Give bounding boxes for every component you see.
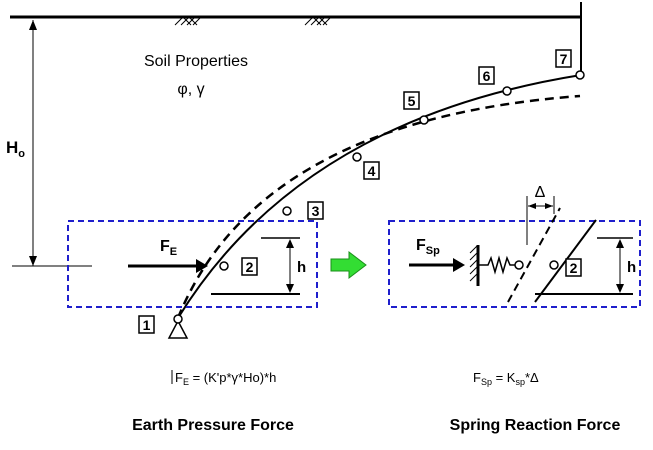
node-2-point [219, 261, 229, 271]
node-3-point [282, 206, 292, 216]
fixed-wall-hatch [469, 245, 478, 282]
earth-pressure-formula: FE = (K'p*γ*Ho)*h [175, 370, 276, 387]
spring-icon [479, 255, 515, 275]
svg-text:5: 5 [408, 93, 416, 109]
ground-hatch-right [304, 16, 332, 26]
svg-text:1: 1 [143, 317, 151, 333]
wall-curve [177, 74, 582, 319]
node-label-1: 1 [138, 315, 155, 334]
spring-end-node [514, 260, 524, 270]
node-label-2-left: 2 [241, 257, 258, 276]
node-4-point [352, 152, 362, 162]
h-label-right: h [627, 259, 636, 276]
h-label-left: h [297, 259, 306, 276]
spring-force-label: FSp [416, 237, 440, 257]
h-arrow-top-left [286, 239, 294, 248]
node-1-point [173, 314, 183, 324]
pin-support-icon [167, 319, 189, 339]
node-2-right-point [549, 260, 559, 270]
earth-pressure-caption: Earth Pressure Force [132, 417, 294, 434]
node-label-4: 4 [363, 161, 380, 180]
spring-reaction-formula: FSp = Ksp*Δ [473, 370, 539, 387]
deformed-wall-curve [176, 94, 581, 319]
curve-nodes [219, 70, 585, 271]
spring-reaction-box [388, 220, 641, 308]
h-arrow-bottom-left [286, 284, 294, 293]
svg-text:4: 4 [368, 163, 376, 179]
earth-pressure-box [67, 220, 318, 308]
ho-arrow-bottom [29, 256, 37, 266]
delta-label: Δ [535, 184, 546, 201]
svg-text:7: 7 [560, 51, 568, 67]
node-label-6: 6 [478, 66, 495, 85]
delta-arrow-right [545, 203, 553, 209]
h-arrow-top-right [616, 239, 624, 248]
node-6-point [502, 86, 512, 96]
soil-properties-params: φ, γ [177, 81, 204, 98]
soil-properties-title: Soil Properties [144, 53, 248, 70]
spring-force-arrow-head [453, 258, 465, 272]
node-5-point [419, 115, 429, 125]
ground-hatch-left [174, 16, 202, 26]
svg-text:3: 3 [312, 203, 320, 219]
node-label-3: 3 [307, 201, 324, 220]
ho-label: Ho [6, 138, 25, 160]
svg-text:2: 2 [570, 260, 578, 276]
ho-arrow-top [29, 20, 37, 30]
node-label-7: 7 [555, 49, 572, 68]
svg-text:2: 2 [246, 259, 254, 275]
spring-reaction-caption: Spring Reaction Force [450, 417, 621, 434]
earth-force-arrow-head [196, 259, 208, 273]
node-label-2-right: 2 [565, 258, 582, 277]
earth-force-label: FE [160, 238, 177, 258]
svg-text:6: 6 [483, 68, 491, 84]
original-wall-line-dashed [507, 207, 561, 303]
h-arrow-bottom-right [616, 284, 624, 293]
node-7-point [575, 70, 585, 80]
delta-arrow-left [528, 203, 536, 209]
transform-arrow-icon [330, 250, 367, 280]
node-label-5: 5 [403, 91, 420, 110]
